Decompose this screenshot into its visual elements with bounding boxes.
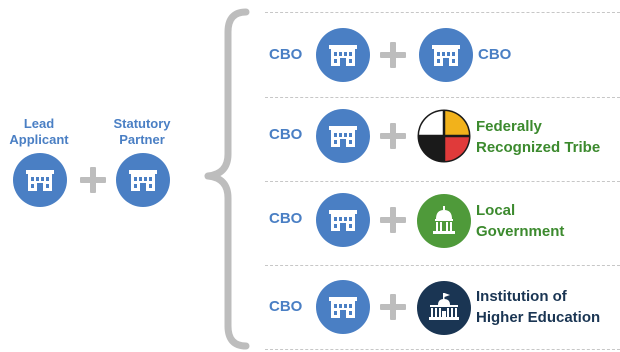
cbo-building-icon (316, 193, 370, 247)
curly-brace (204, 8, 250, 350)
row-left-label: CBO (269, 126, 303, 143)
cbo-building-icon (316, 109, 370, 163)
medicine-wheel-icon (417, 109, 471, 163)
row-right-label: CBO (478, 46, 512, 63)
plus-icon (380, 123, 406, 149)
cbo-building-icon (316, 280, 370, 334)
plus-icon (380, 294, 406, 320)
row-divider (265, 12, 620, 13)
lead-applicant-building-icon (13, 153, 67, 207)
cbo-building-icon (419, 28, 473, 82)
lead-applicant-label: Lead Applicant (9, 116, 69, 147)
plus-icon (80, 167, 106, 193)
row-left-label: CBO (269, 46, 303, 63)
cbo-building-icon (316, 28, 370, 82)
row-divider (265, 265, 620, 266)
row-right-label: Institution of Higher Education (476, 288, 601, 326)
plus-icon (380, 42, 406, 68)
row-right-label: Local Government (476, 202, 565, 240)
row-right-label: Federally Recognized Tribe (476, 118, 601, 156)
row-divider (265, 97, 620, 98)
row-divider (265, 349, 620, 350)
university-icon (417, 281, 471, 335)
row-left-label: CBO (269, 210, 303, 227)
row-divider (265, 181, 620, 182)
row-left-label: CBO (269, 298, 303, 315)
statutory-partner-label: Statutory Partner (113, 116, 171, 147)
statutory-partner-building-icon (116, 153, 170, 207)
capitol-icon (417, 194, 471, 248)
plus-icon (380, 207, 406, 233)
